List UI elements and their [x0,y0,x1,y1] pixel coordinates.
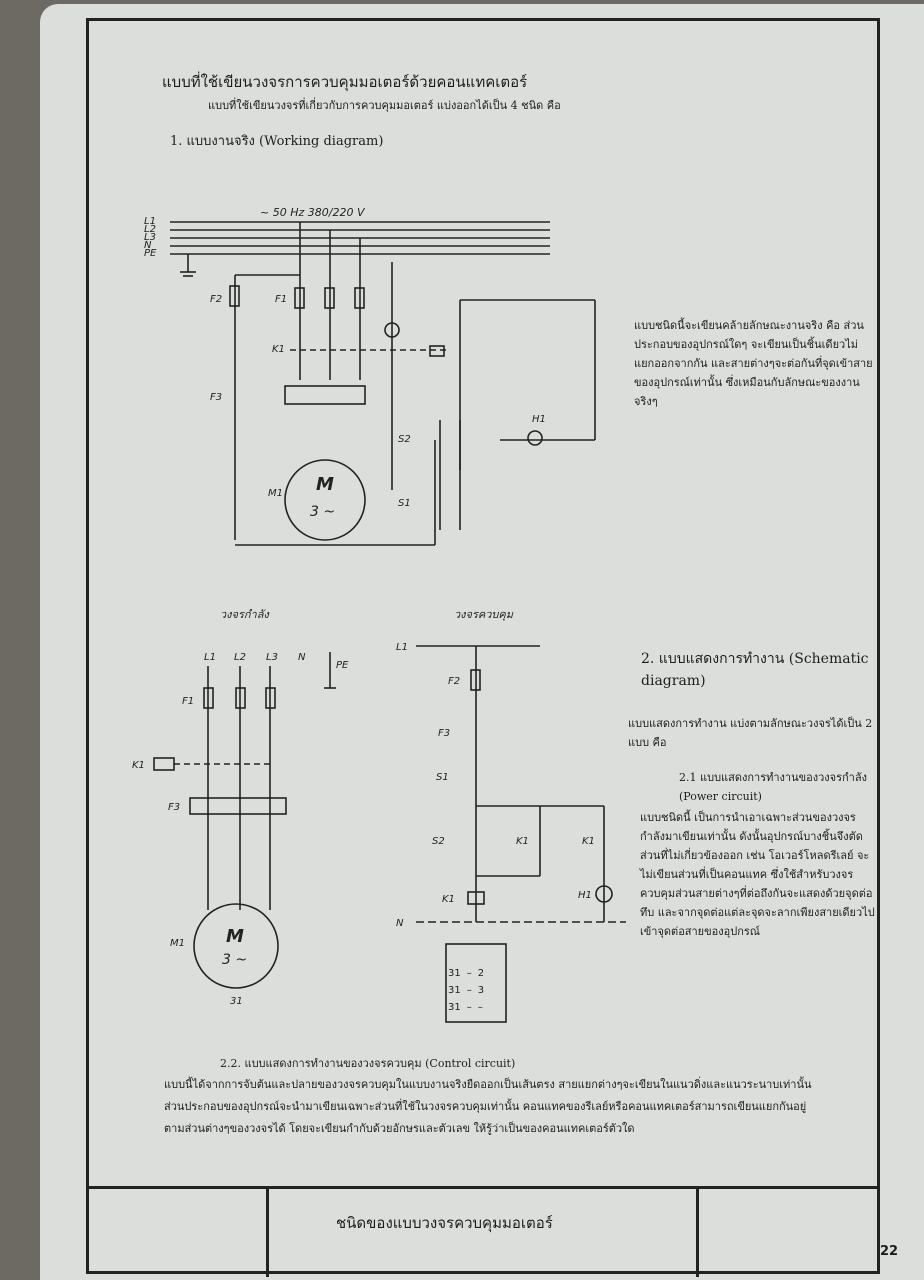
line-pe: PE [144,248,157,259]
wd-m1-label: M1 [268,488,283,499]
pc-m1: M1 [170,938,185,949]
cc-s2: S2 [432,836,445,847]
pc-k1: K1 [132,760,145,771]
title-block-divider-left [266,1189,269,1277]
page-number: 22 [880,1244,899,1259]
control-circuit-heading: 2.2. แบบแสดงการทำงานของวงจรควบคุม (Contr… [220,1057,516,1070]
section2-heading: 2. แบบแสดงการทำงาน (Schematic diagram) [641,651,869,689]
paper-page [40,4,924,1280]
section1-heading: 1. แบบงานจริง (Working diagram) [170,134,384,149]
supply-label: ~ 50 Hz 380/220 V [260,206,366,219]
line-l2: L2 [144,224,156,235]
cc-n: N [396,918,404,929]
cc-k1-b: K1 [582,836,595,847]
schematic-description: แบบแสดงการทำงาน แบ่งตามลักษณะวงจรได้เป็น… [628,717,873,749]
power-circuit-heading: 2.1 แบบแสดงการทำงานของวงจรกำลัง (Power c… [679,771,867,803]
working-diagram: ~ 50 Hz 380/220 V L1 L2 L3 N PE F1 F2 K1… [144,206,596,546]
wd-h1-label: H1 [532,414,546,425]
line-l1: L1 [144,216,156,227]
wd-f1-label: F1 [275,294,287,305]
power-circuit-description: แบบชนิดนี้ เป็นการนำเอาเฉพาะส่วนของวงจรก… [640,811,875,938]
footer-title: ชนิดของแบบวงจรควบคุมมอเตอร์ [336,1214,553,1232]
wd-motor-m: M [316,474,334,495]
pc-f3: F3 [168,802,180,813]
cc-f3: F3 [438,728,450,739]
wd-motor-phase: 3 ~ [310,504,335,520]
cc-s1: S1 [436,772,449,783]
wd-s2-label: S2 [398,434,411,445]
contact-table: 31–2 31–3 31–– [448,968,485,1013]
title-block-divider-right [696,1189,699,1277]
pc-motor-phase: 3 ~ [222,952,247,968]
line-n: N [144,240,152,251]
wd-s1-label: S1 [398,498,411,509]
line-l3: L3 [144,232,156,243]
control-circuit-description: แบบนี้ได้จากการจับต้นและปลายของวงจรควบคุ… [164,1078,812,1135]
cc-l1: L1 [396,642,408,653]
cc-k1-coil: K1 [442,894,455,905]
power-circuit-label: วงจรกำลัง [220,608,270,621]
pc-n: N [298,652,306,663]
title-block: ชนิดของแบบวงจรควบคุมมอเตอร์ [86,1186,880,1277]
pc-f1: F1 [182,696,194,707]
pc-l2: L2 [234,652,246,663]
pc-pe: PE [336,660,349,671]
control-circuit-diagram: วงจรควบคุม L1 F2 F3 S1 S2 K1 K1 K1 H1 N [396,608,626,1023]
intro-text: แบบที่ใช้เขียนวงจรที่เกี่ยวกับการควบคุมม… [208,99,561,112]
page-title: แบบที่ใช้เขียนวงจรการควบคุมมอเตอร์ด้วยคอ… [162,73,528,91]
pc-l1: L1 [204,652,216,663]
cc-h1: H1 [578,890,592,901]
wd-f3-label: F3 [210,392,222,403]
pc-l3: L3 [266,652,278,663]
wd-f2-label: F2 [210,294,222,305]
cc-k1-a: K1 [516,836,529,847]
working-description: แบบชนิดนี้จะเขียนคล้ายลักษณะงานจริง คือ … [634,319,873,408]
cc-f2: F2 [448,676,460,687]
pc-motor-m: M [226,926,244,947]
page-frame [86,18,880,1274]
wd-k1-label: K1 [272,344,285,355]
control-circuit-label: วงจรควบคุม [454,608,514,621]
pc-motor-ref: 31 [230,996,243,1007]
power-circuit-diagram: วงจรกำลัง L1 L2 L3 N PE F1 K1 F3 M 3 ~ M… [132,608,349,1007]
